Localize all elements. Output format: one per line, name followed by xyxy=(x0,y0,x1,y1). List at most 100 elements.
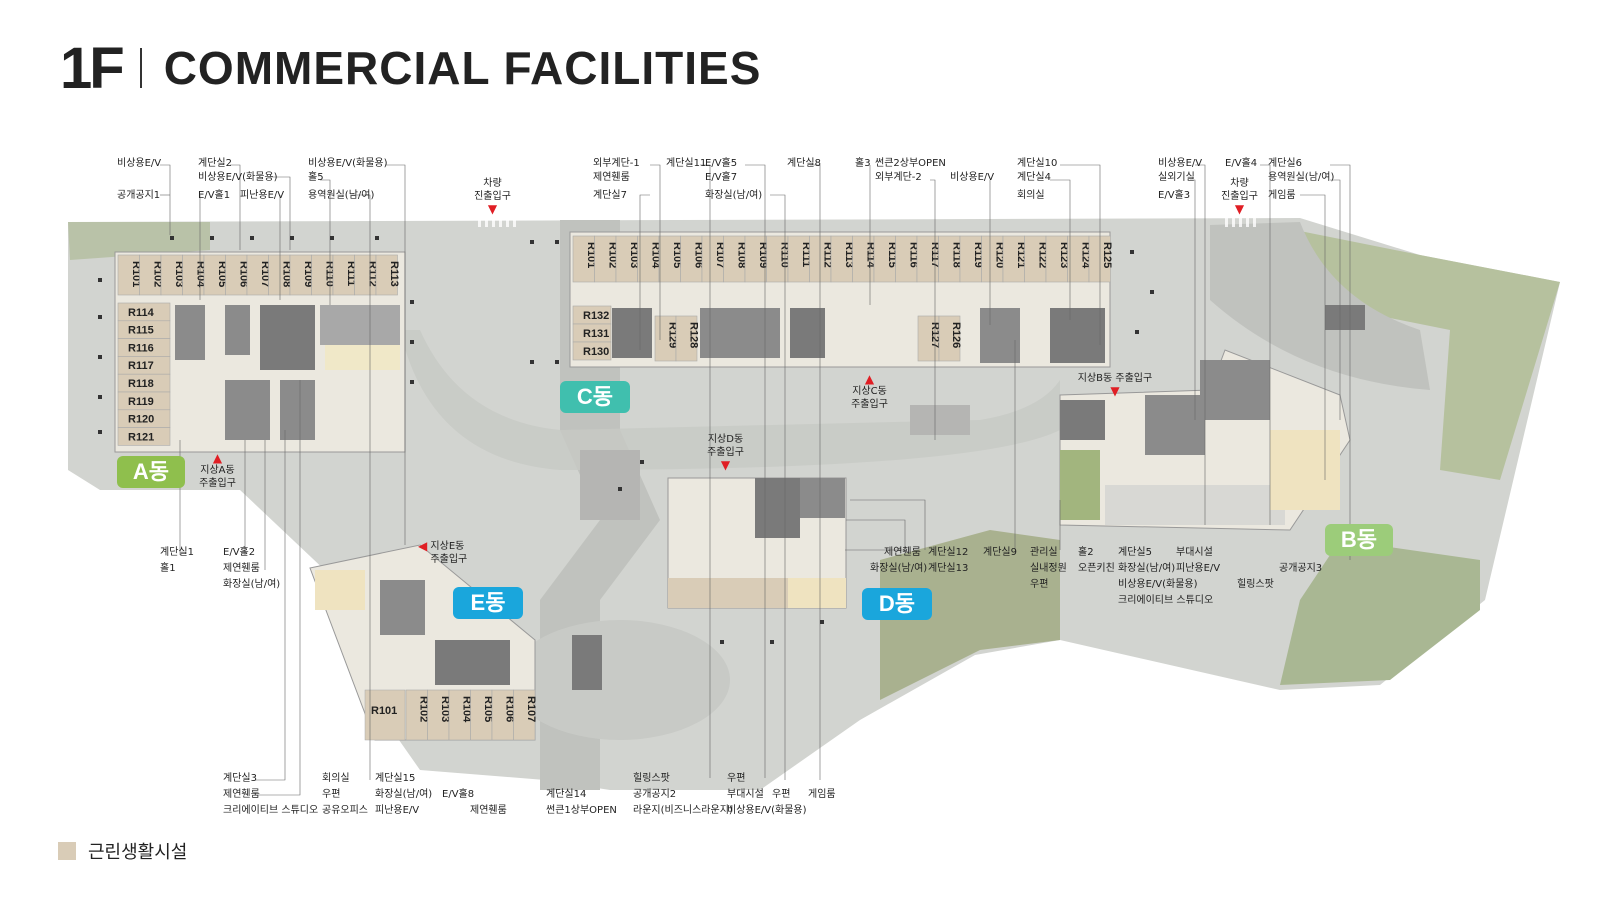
label-stair-13: 계단실13 xyxy=(928,563,969,574)
building-e-tag: E동 xyxy=(453,587,523,619)
shop-unit: R108 xyxy=(723,235,747,283)
unit-label: R109 xyxy=(757,242,769,268)
entry-arrow-icon: ▼ xyxy=(1234,202,1245,216)
building-a-core-1 xyxy=(175,305,205,360)
label-ev-hall-5: E/V홀5 xyxy=(705,158,738,169)
label-stair-3: 계단실3 xyxy=(223,773,257,784)
building-a-core-3 xyxy=(260,305,315,370)
label-ev-hall-1: E/V홀1 xyxy=(198,190,231,201)
shop-unit: R113 xyxy=(830,235,855,283)
building-d-lounge xyxy=(788,578,846,608)
shop-unit: R107 xyxy=(246,254,271,296)
unit-label: R132 xyxy=(583,310,609,322)
unit-label: R119 xyxy=(972,242,984,268)
shop-unit: R117 xyxy=(117,356,171,375)
column-marker xyxy=(98,315,102,319)
shop-unit: R116 xyxy=(117,338,171,357)
floor-number: 1F xyxy=(60,35,125,101)
column-marker xyxy=(330,236,334,240)
shop-unit: R101 xyxy=(572,235,597,283)
label-hall-2: 홀2 xyxy=(1078,547,1094,558)
shop-unit: R109 xyxy=(744,235,769,283)
shop-unit: R115 xyxy=(873,235,898,283)
shop-unit: R125 xyxy=(1088,235,1113,283)
unit-label: R111 xyxy=(800,242,812,267)
shop-unit: R121 xyxy=(1002,235,1027,283)
label-staff-room-a: 용역원실(남/여) xyxy=(308,190,375,201)
unit-label: R102 xyxy=(606,242,618,268)
shop-unit: R132 xyxy=(572,305,612,325)
label-restroom-d: 화장실(남/여) xyxy=(870,563,928,574)
shop-unit: R102 xyxy=(594,235,618,283)
column-marker xyxy=(210,236,214,240)
building-e-entrance: ◀ 지상E동 주출입구 xyxy=(418,540,488,566)
shop-unit: R103 xyxy=(427,689,451,741)
column-marker xyxy=(1135,330,1139,334)
building-c-core-5 xyxy=(1050,308,1105,363)
building-d-tag: D동 xyxy=(862,588,932,620)
unit-label: R104 xyxy=(649,242,661,269)
shop-unit: R110 xyxy=(766,235,790,283)
unit-label: R110 xyxy=(323,261,335,287)
label-open-space-2: 공개공지2 xyxy=(633,789,677,800)
label-evac-ev-b: 피난용E/V xyxy=(1176,563,1221,574)
entry-arrow-icon: ▼ xyxy=(1110,384,1120,398)
label-freight-ev-b: 비상용E/V(화물용) xyxy=(1118,579,1198,590)
shop-unit: R128 xyxy=(675,315,700,362)
building-b-amenity xyxy=(1105,485,1285,525)
shop-unit: R111 xyxy=(787,235,812,283)
building-c-core-2 xyxy=(700,308,780,358)
building-a-service xyxy=(320,305,400,345)
column-marker xyxy=(770,640,774,644)
column-marker xyxy=(618,487,622,491)
unit-label: R102 xyxy=(151,261,163,287)
label-restroom-e: 화장실(남/여) xyxy=(375,789,433,800)
legend-label: 근린생활시설 xyxy=(88,842,188,863)
page-title: 1F COMMERCIAL FACILITIES xyxy=(60,28,761,108)
unit-label: R120 xyxy=(128,414,154,426)
unit-label: R105 xyxy=(482,696,494,722)
shop-unit: R123 xyxy=(1045,235,1070,283)
label-indoor-garden: 실내정원 xyxy=(1030,563,1067,574)
shop-unit: R101 xyxy=(117,254,142,296)
shop-unit: R105 xyxy=(203,254,228,296)
road-curve xyxy=(400,330,1060,470)
label-outdoor-unit-room: 실외기실 xyxy=(1158,172,1195,183)
unit-label: R116 xyxy=(128,342,154,354)
shop-unit: R108 xyxy=(268,254,292,296)
shop-unit: R106 xyxy=(680,235,704,283)
shop-unit: R112 xyxy=(809,235,833,283)
crosswalk-1 xyxy=(478,215,516,227)
shop-unit: R126 xyxy=(938,315,962,362)
unit-label: R101 xyxy=(130,261,142,287)
column-marker xyxy=(820,620,824,624)
column-marker xyxy=(375,236,379,240)
label-smoke-fan-e2: 제연휀룸 xyxy=(470,805,507,816)
label-freight-ev-a: 비상용E/V(화물용) xyxy=(198,172,278,183)
unit-label: R113 xyxy=(388,261,400,287)
car-entrance-1: 차량 진출입구 ▼ xyxy=(465,177,520,215)
shop-unit: R114 xyxy=(117,302,171,322)
building-d-entrance: 지상D동 주출입구 ▼ xyxy=(698,433,753,471)
greenery-left xyxy=(68,222,210,260)
building-b-lounge xyxy=(1270,430,1340,510)
label-freight-ev-d: 비상용E/V(화물용) xyxy=(727,805,807,816)
label-smoke-fan-a: 제연휀룸 xyxy=(223,563,260,574)
label-outer-stair-2: 외부계단-2 xyxy=(875,172,922,183)
column-marker xyxy=(640,460,644,464)
unit-label: R110 xyxy=(778,242,790,268)
page-heading: COMMERCIAL FACILITIES xyxy=(163,42,762,94)
building-c-core-1 xyxy=(612,308,652,358)
label-restroom-c: 화장실(남/여) xyxy=(705,190,763,201)
label-stair-15: 계단실15 xyxy=(375,773,416,784)
unit-label: R106 xyxy=(692,242,704,268)
shop-unit: R105 xyxy=(658,235,683,283)
shop-unit: R111 xyxy=(332,254,357,296)
unit-label: R106 xyxy=(237,261,249,287)
building-b-core-2 xyxy=(1145,395,1205,455)
unit-label: R109 xyxy=(302,261,314,287)
shop-unit: R104 xyxy=(448,689,473,741)
